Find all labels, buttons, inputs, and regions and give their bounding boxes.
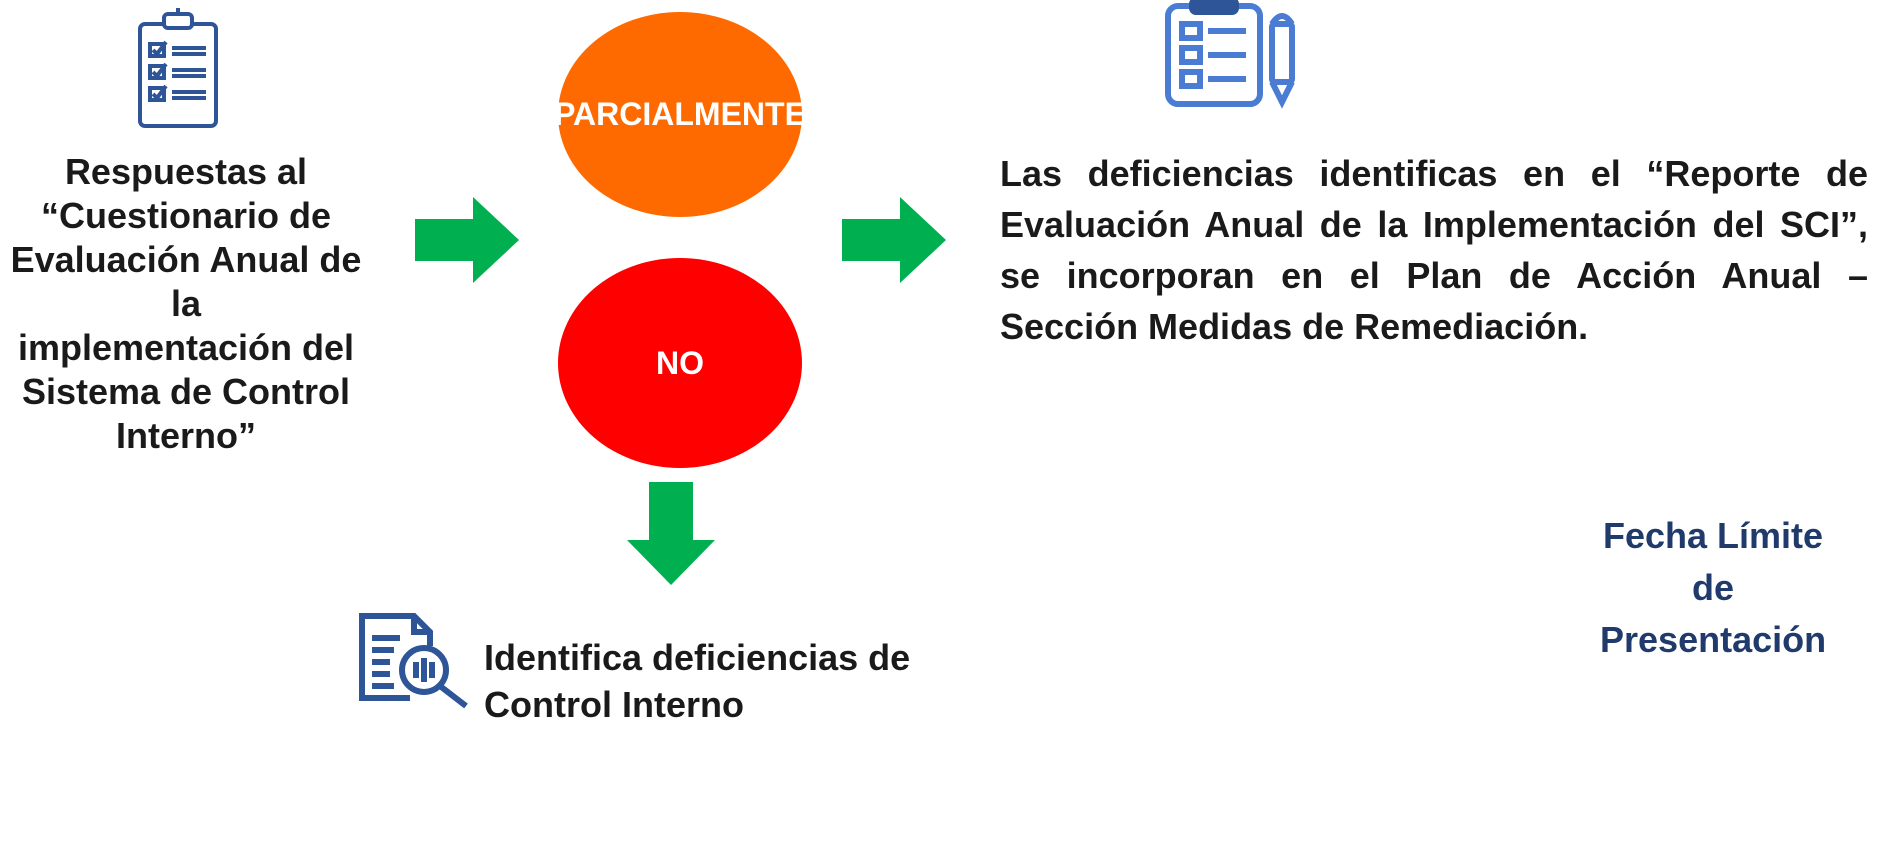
no-circle: NO — [558, 258, 802, 468]
partial-label: PARCIALMENTE — [554, 96, 806, 132]
left-text-line: “Cuestionario de — [40, 195, 332, 236]
deadline-line: de — [1691, 567, 1734, 608]
deadline-line: Fecha Límite — [1602, 515, 1824, 556]
left-text-line: Respuestas al — [64, 151, 308, 192]
left-text-line: Evaluación Anual de la — [10, 239, 362, 324]
document-magnifier-icon — [359, 613, 468, 709]
deadline-text: Fecha Límite de Presentación — [1600, 510, 1826, 666]
left-text-line: Sistema de Control — [21, 371, 351, 412]
right-arrow-middle — [842, 197, 946, 283]
down-arrow — [627, 482, 715, 585]
identify-deficiencies-text: Identifica deficiencias de Control Inter… — [484, 634, 944, 728]
bottom-text-line: Identifica deficiencias de — [484, 637, 911, 678]
left-text-line: implementación del — [17, 327, 355, 368]
right-arrow-left — [415, 197, 519, 283]
checklist-clipboard-icon — [138, 8, 218, 128]
deadline-line: Presentación — [1600, 619, 1827, 660]
partial-circle: PARCIALMENTE — [554, 12, 806, 217]
questionnaire-responses-text: Respuestas al “Cuestionario de Evaluació… — [0, 150, 372, 458]
left-text-line: Interno” — [116, 415, 256, 456]
clipboard-pencil-icon — [1165, 0, 1295, 109]
no-label: NO — [656, 344, 704, 381]
deficiencies-incorporated-text: Las deficiencias identificas en el “Repo… — [1000, 153, 1868, 347]
bottom-text-line: Control Interno — [484, 684, 744, 725]
